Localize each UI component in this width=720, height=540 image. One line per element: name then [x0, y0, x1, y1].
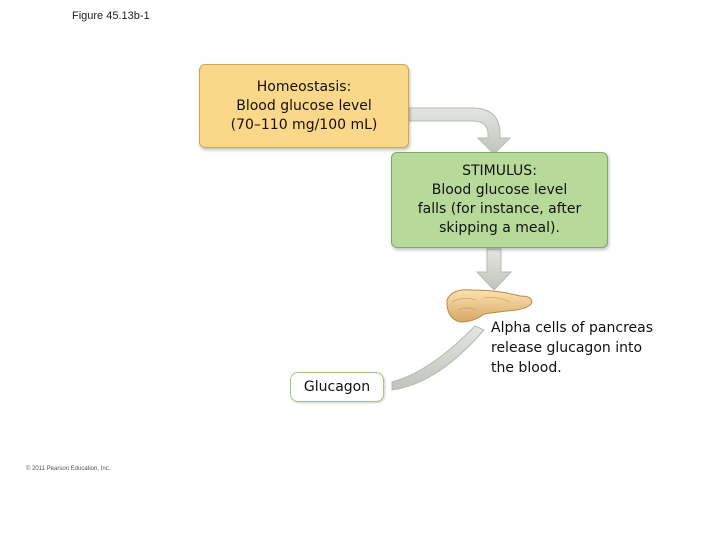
- copyright-notice: © 2011 Pearson Education, Inc.: [26, 466, 111, 472]
- pancreas-note-line-2: release glucagon into: [491, 340, 643, 356]
- homeostasis-heading: Homeostasis:: [256, 78, 352, 95]
- arrow-stimulus-to-pancreas: [475, 248, 513, 291]
- stimulus-line-4: skipping a meal).: [439, 220, 560, 236]
- homeostasis-line-3: (70–110 mg/100 mL): [230, 116, 378, 133]
- pancreas-note-line-3: the blood.: [491, 360, 562, 376]
- glucagon-label: Glucagon: [303, 378, 371, 395]
- homeostasis-box: Homeostasis: Blood glucose level (70–110…: [199, 64, 409, 148]
- arrow-pancreas-to-glucagon: [391, 325, 485, 391]
- stimulus-heading: STIMULUS:: [462, 163, 537, 179]
- stimulus-box: STIMULUS: Blood glucose level falls (for…: [391, 152, 608, 248]
- glucagon-box: Glucagon: [290, 372, 384, 402]
- stimulus-line-2: Blood glucose level: [431, 182, 568, 198]
- pancreas-illustration: [446, 289, 533, 323]
- figure-label: Figure 45.13b-1: [72, 10, 150, 22]
- arrow-homeostasis-to-stimulus: [408, 107, 512, 155]
- pancreas-note: Alpha cells of pancreas release glucagon…: [491, 318, 691, 378]
- stimulus-line-3: falls (for instance, after: [417, 201, 582, 217]
- pancreas-note-line-1: Alpha cells of pancreas: [491, 320, 654, 336]
- homeostasis-line-2: Blood glucose level: [236, 97, 372, 114]
